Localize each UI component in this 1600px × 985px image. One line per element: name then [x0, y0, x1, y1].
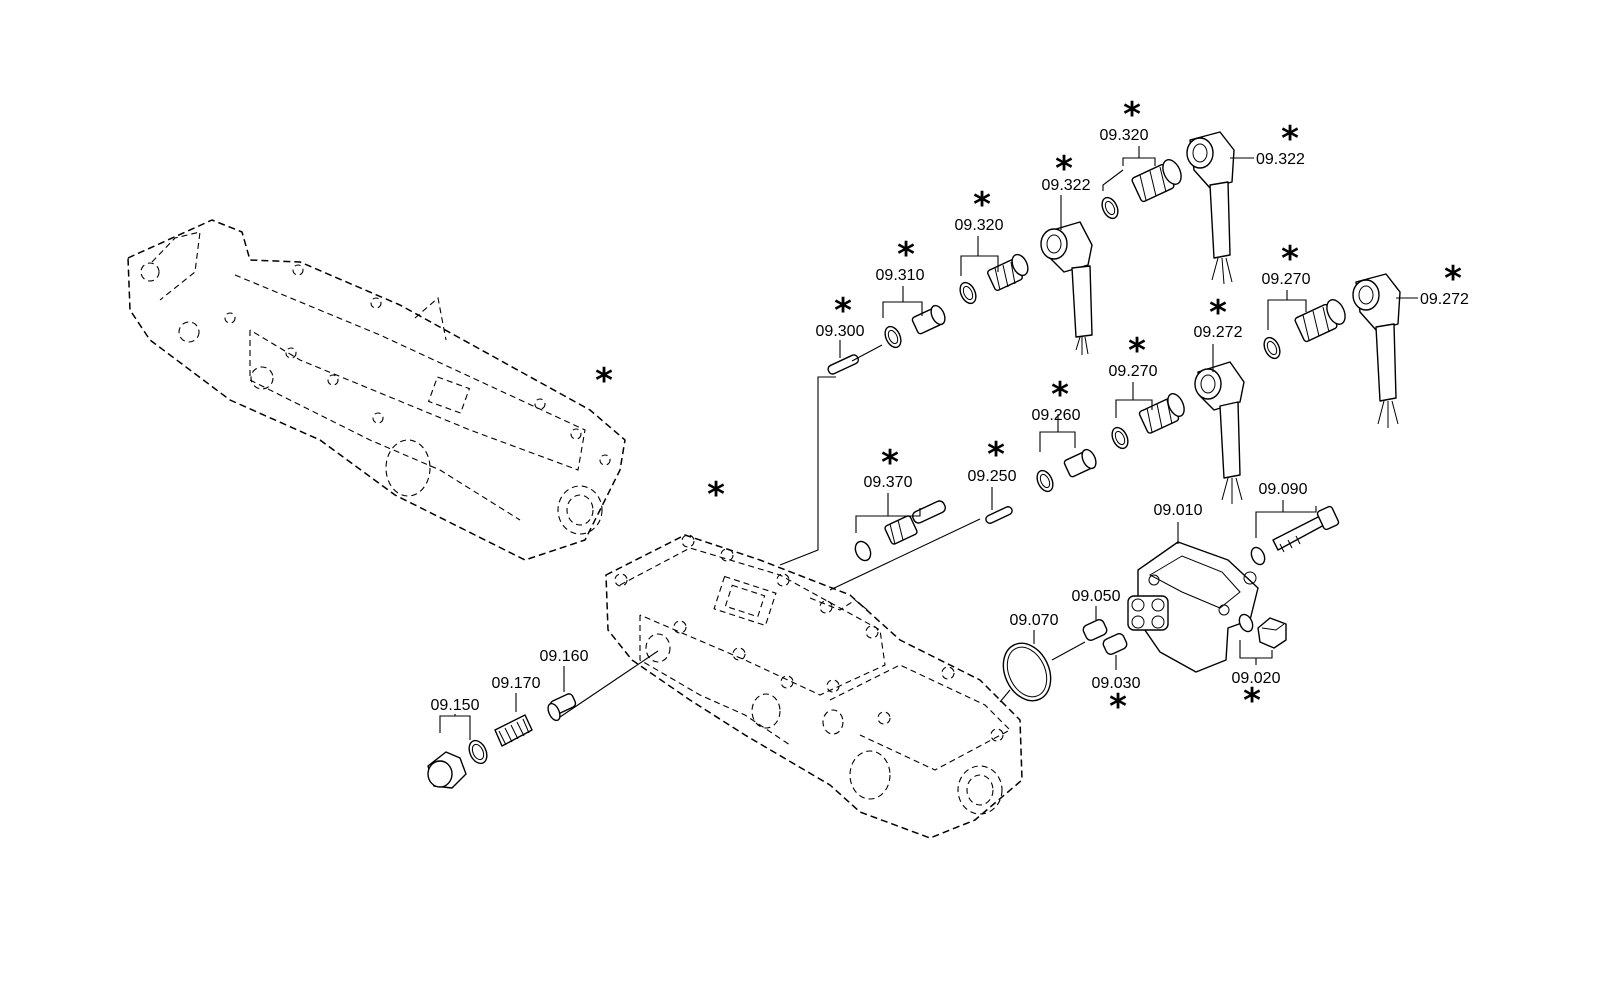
asterisk-marker: * — [1051, 375, 1069, 415]
screw-09090 — [1250, 505, 1340, 566]
asterisk-marker: * — [987, 435, 1005, 475]
asterisk-marker: * — [1128, 331, 1146, 371]
callout-09320-mid: 09.320 — [955, 217, 1004, 234]
asterisk-marker: * — [1243, 681, 1261, 721]
callout-09030: 09.030 — [1092, 675, 1141, 692]
callout-09310: 09.310 — [876, 267, 925, 284]
callout-09270-right: 09.270 — [1262, 271, 1311, 288]
valve-block-09010 — [1127, 541, 1259, 673]
main-valve-housing — [605, 534, 1023, 839]
pressure-switch-09320-b — [1131, 159, 1182, 203]
seal-ring-09320-a — [959, 281, 977, 305]
connector-plug-09272-a — [1194, 361, 1245, 504]
callout-09272-far-right: 09.272 — [1420, 291, 1469, 308]
callout-09320-top: 09.320 — [1100, 127, 1149, 144]
plug-screw-09150 — [427, 751, 467, 789]
pressure-switch-09320-a — [987, 253, 1029, 292]
asterisk-marker: * — [1444, 259, 1462, 299]
callout-09050: 09.050 — [1072, 588, 1121, 605]
plug-09260 — [1063, 448, 1097, 478]
o-ring-09070 — [1002, 642, 1052, 702]
asterisk-marker: * — [1281, 119, 1299, 159]
callout-09160: 09.160 — [540, 648, 589, 665]
callout-09090: 09.090 — [1259, 481, 1308, 498]
seal-ring-09270-a — [1111, 426, 1129, 450]
asterisk-markers: * * * * * * * * * * * * * * * * * — [595, 95, 1462, 727]
asterisk-marker: * — [897, 235, 915, 275]
callout-09300: 09.300 — [816, 323, 865, 340]
callout-09260: 09.260 — [1032, 407, 1081, 424]
callout-09272-mid: 09.272 — [1194, 324, 1243, 341]
seal-ring-09310 — [884, 325, 902, 349]
asterisk-marker: * — [973, 185, 991, 225]
asterisk-marker: * — [834, 291, 852, 331]
callout-09070: 09.070 — [1010, 612, 1059, 629]
pressure-switch-09270-b — [1294, 299, 1346, 343]
seal-ring-09320-b — [1101, 196, 1119, 220]
asterisk-marker: * — [881, 443, 899, 483]
plug-screw-09020 — [1257, 617, 1287, 649]
asterisk-marker: * — [1209, 293, 1227, 333]
callout-09150: 09.150 — [431, 697, 480, 714]
asterisk-marker: * — [1281, 239, 1299, 279]
callout-09270-mid: 09.270 — [1109, 363, 1158, 380]
spring-09170 — [494, 714, 533, 747]
seal-ring-09020 — [1238, 613, 1254, 633]
pressure-switch-09270-a — [1138, 393, 1185, 434]
pin-09300 — [827, 354, 859, 375]
temperature-sensor-09370 — [884, 500, 946, 545]
asterisk-marker: * — [595, 361, 613, 401]
connector-plug-09272-b — [1352, 273, 1401, 428]
callout-09322-mid: 09.322 — [1042, 177, 1091, 194]
seal-ring-09260 — [1036, 469, 1054, 493]
callout-09170: 09.170 — [492, 675, 541, 692]
asterisk-marker: * — [707, 475, 725, 515]
phantom-housing-assembly — [127, 219, 626, 561]
callout-09322-top-right: 09.322 — [1256, 151, 1305, 168]
pin-09030 — [1102, 633, 1128, 655]
leader-lines — [439, 146, 1418, 740]
piston-09160 — [547, 693, 577, 722]
asterisk-marker: * — [1109, 687, 1127, 727]
pin-09050 — [1082, 619, 1108, 641]
callout-09250: 09.250 — [968, 468, 1017, 485]
plug-09310 — [911, 304, 946, 335]
connector-plug-09322-a — [1040, 221, 1093, 355]
asterisk-marker: * — [1123, 95, 1141, 135]
callout-09370: 09.370 — [864, 474, 913, 491]
seal-ring-09370 — [854, 540, 872, 562]
connector-plug-09322-b — [1186, 131, 1235, 285]
seal-ring-09150 — [468, 739, 488, 765]
callout-09010: 09.010 — [1154, 502, 1203, 519]
seal-ring-09270-b — [1263, 336, 1281, 360]
callout-09020: 09.020 — [1232, 670, 1281, 687]
callout-labels: 09.320 09.322 09.322 09.320 09.310 09.30… — [431, 127, 1470, 714]
asterisk-marker: * — [1055, 149, 1073, 189]
pin-09250 — [985, 506, 1013, 524]
